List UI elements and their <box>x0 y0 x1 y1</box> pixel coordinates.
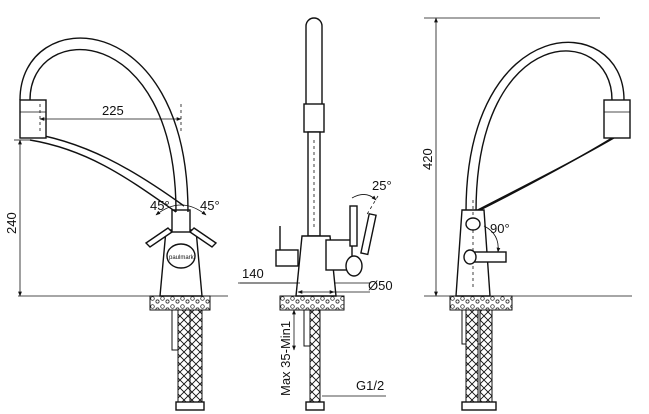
lever-a <box>349 205 358 247</box>
handle-right <box>188 227 218 248</box>
spray-head-right <box>603 99 631 139</box>
side-lever-center <box>275 249 299 267</box>
dim-label-420: 420 <box>420 148 435 170</box>
hose-left-b <box>189 309 203 403</box>
hose-nut-right <box>461 401 497 411</box>
dim-label-50: Ø50 <box>368 278 393 293</box>
angle-label-right: 45° <box>200 198 220 213</box>
body-ring-left <box>166 243 196 269</box>
dim-label-240: 240 <box>4 212 19 234</box>
spout-arc-outer <box>29 48 177 213</box>
lever-knob-center <box>345 255 363 277</box>
handle-hub-left <box>171 209 191 233</box>
hose-nut-center <box>305 401 325 411</box>
spout-arc-right-outer <box>465 41 625 213</box>
dim-label-140: 140 <box>242 266 264 281</box>
hose-nut-left <box>175 401 205 411</box>
spout-lower-right-b <box>469 131 625 215</box>
brand-label: paulmark <box>169 255 195 261</box>
spout-arc-right-inner <box>475 50 613 213</box>
angle-label-90: 90° <box>490 221 510 236</box>
spout-arc-inner <box>19 37 189 213</box>
handle-pivot-right <box>463 249 477 265</box>
angle-arc-25 <box>351 194 377 201</box>
angle-label-left: 45° <box>150 198 170 213</box>
spout-lower-arm-a <box>29 139 177 213</box>
center-view: 25° 140 Ø50 Max 35-Min1 G1/2 <box>238 17 393 411</box>
hose-right-a <box>465 309 479 403</box>
counter-section-right <box>449 295 513 311</box>
counter-section-left <box>149 295 211 311</box>
counter-section-center <box>279 295 345 311</box>
spray-head-center <box>303 103 325 133</box>
angle-arc-90 <box>483 225 501 253</box>
dim-label-g12: G1/2 <box>356 378 384 393</box>
right-view: 420 90° <box>420 17 632 411</box>
dim-label-225: 225 <box>102 103 124 118</box>
body-knob-right <box>465 217 481 231</box>
angle-label-25: 25° <box>372 178 392 193</box>
angle-guide-25 <box>365 195 379 217</box>
angle-arc-left <box>155 204 207 216</box>
handle-left <box>144 227 174 248</box>
hose-center <box>309 309 321 403</box>
left-view: paulmark 225 240 45° 45° <box>4 37 228 411</box>
dim-label-thickness: Max 35-Min1 <box>278 321 293 396</box>
hose-left-a <box>177 309 191 403</box>
lever-b <box>360 212 377 256</box>
hose-right-b <box>479 309 493 403</box>
